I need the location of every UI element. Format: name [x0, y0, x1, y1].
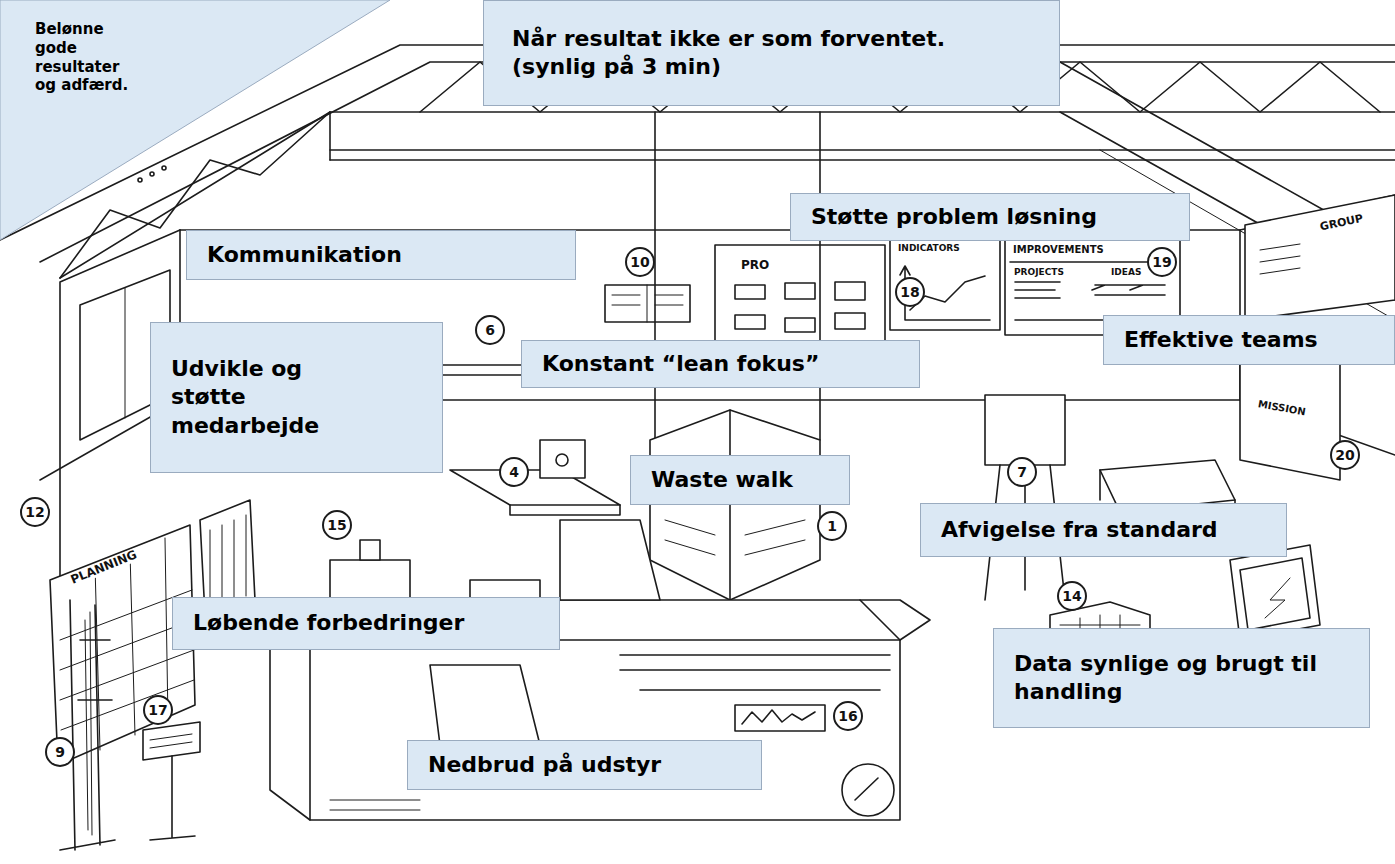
callout-text: Waste walk — [651, 466, 793, 494]
callout-triangle: Belønne gode resultater og adfærd. — [0, 0, 390, 240]
board-label: IMPROVEMENTS — [1012, 244, 1105, 255]
floor-cabinet-part — [540, 440, 585, 478]
roof-truss-part — [330, 149, 1395, 151]
triangle-outline — [0, 0, 390, 240]
board-label: PROJECTS — [1013, 268, 1065, 278]
callout-number: 16 — [833, 701, 863, 731]
callout-number: 18 — [895, 277, 925, 307]
tool-rack-part — [60, 600, 115, 850]
callout-box: Udvikle og støtte medarbejde — [150, 322, 443, 473]
callout-number: 1 — [817, 511, 847, 541]
callout-number: 9 — [45, 737, 75, 767]
callout-text: Støtte problem løsning — [811, 203, 1097, 231]
callout-text: Udvikle og støtte medarbejde — [171, 355, 362, 439]
callout-number: 12 — [20, 497, 50, 527]
machine-part — [330, 800, 420, 810]
callout-box: Data synlige og brugt til handling — [993, 628, 1370, 728]
wall-boards-part — [1245, 195, 1395, 320]
callout-box: Waste walk — [630, 455, 850, 505]
callout-number: 19 — [1147, 247, 1177, 277]
callout-text: Belønne gode resultater og adfærd. — [35, 20, 135, 95]
floor-cabinet-part — [556, 454, 568, 466]
tool-rack-part — [85, 612, 92, 835]
hanging-display-part — [819, 112, 821, 440]
machine-part — [620, 655, 890, 690]
wall-boards-part — [1260, 244, 1300, 274]
callout-box: Effektive teams — [1103, 315, 1395, 365]
wall-boards-part — [785, 318, 815, 332]
wall-boards-part — [835, 282, 865, 300]
board-label: PRO — [740, 259, 770, 272]
wall-boards-part — [605, 285, 690, 322]
callout-text: Når resultat ikke er som forventet. (syn… — [512, 25, 1031, 81]
callout-box: Kommunikation — [186, 230, 576, 280]
hanging-display-part — [654, 112, 656, 440]
machine-part — [842, 764, 894, 816]
floor-cabinet-part — [450, 470, 620, 505]
callout-text: Kommunikation — [207, 241, 402, 269]
board-label: IDEAS — [1110, 268, 1142, 278]
machine-part — [855, 778, 878, 800]
callout-text: Løbende forbedringer — [193, 609, 464, 637]
roof-truss-part — [329, 112, 331, 160]
hanging-display-part — [729, 410, 731, 600]
roof-truss-part — [138, 178, 142, 182]
wall-boards-part — [612, 285, 683, 322]
machine-part — [360, 540, 380, 560]
callout-box: Når resultat ikke er som forventet. (syn… — [483, 0, 1060, 106]
callout-text: Data synlige og brugt til handling — [1014, 650, 1319, 706]
callout-box: Løbende forbedringer — [172, 597, 560, 650]
tool-rack — [60, 600, 115, 850]
callout-box: Nedbrud på udstyr — [407, 740, 762, 790]
callout-box: Støtte problem løsning — [790, 193, 1190, 241]
callout-box: Afvigelse fra standard — [920, 503, 1287, 557]
wall-boards-part — [735, 285, 765, 299]
callout-number: 4 — [499, 457, 529, 487]
planning-board-part — [210, 515, 246, 605]
wall-boards-part — [890, 235, 1000, 330]
computer-part — [1265, 578, 1290, 618]
wall-boards-part — [735, 315, 765, 329]
callout-text: Nedbrud på udstyr — [428, 751, 661, 779]
walls-part — [125, 288, 126, 418]
instruction-stand-part — [150, 734, 192, 748]
callout-text: Effektive teams — [1124, 326, 1318, 354]
machine-part — [330, 560, 410, 600]
machine — [270, 520, 930, 820]
callout-number: 20 — [1330, 440, 1360, 470]
wall-boards-part — [835, 313, 865, 329]
callout-box: Konstant “lean fokus” — [521, 340, 920, 388]
machine-part — [430, 665, 540, 745]
easel — [985, 395, 1065, 600]
floor-cabinet — [450, 440, 620, 515]
wall-boards-part — [785, 283, 815, 299]
callout-number: 10 — [625, 247, 655, 277]
hanging-display-part — [650, 410, 820, 600]
instruction-stand-part — [143, 722, 200, 760]
callout-number: 14 — [1057, 581, 1087, 611]
instruction-stand — [143, 722, 200, 840]
roof-truss-part — [150, 172, 154, 176]
callout-text: Konstant “lean fokus” — [542, 350, 819, 378]
roof-truss-part — [162, 166, 166, 170]
board-label: INDICATORS — [897, 244, 961, 254]
callout-text: Afvigelse fra standard — [941, 516, 1218, 544]
hanging-display-part — [665, 520, 805, 555]
machine-part — [860, 600, 930, 640]
callout-number: 6 — [475, 315, 505, 345]
floor-cabinet-part — [510, 505, 620, 515]
machine-part — [735, 705, 825, 731]
easel-part — [985, 395, 1065, 465]
callout-number: 7 — [1007, 457, 1037, 487]
instruction-stand-part — [150, 756, 195, 840]
callout-number: 15 — [322, 510, 352, 540]
callout-number: 17 — [143, 695, 173, 725]
computer-part — [1230, 545, 1320, 640]
machine-part — [742, 710, 815, 724]
computer-part — [1240, 558, 1310, 630]
machine-part — [560, 520, 660, 600]
